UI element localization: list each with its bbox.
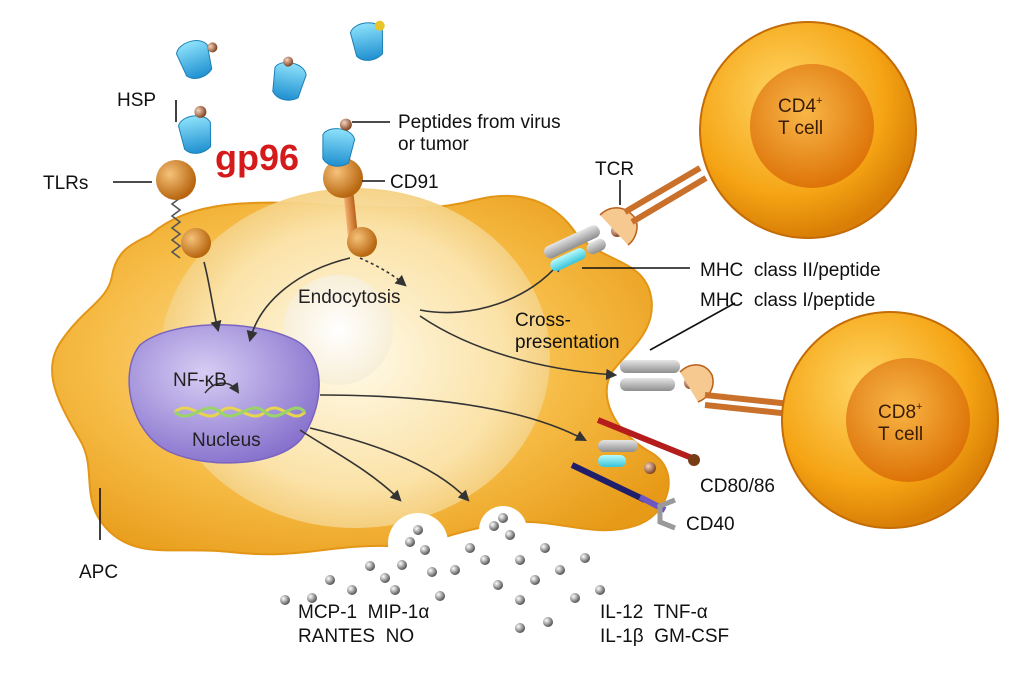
- nfkb-label: NF-κB: [173, 370, 227, 391]
- peptides-label-line1: Peptides from virus: [398, 112, 561, 133]
- cytokine-dots: [280, 513, 605, 633]
- pathway-arrows: [203, 257, 618, 502]
- peptides-label-line2: or tumor: [398, 134, 469, 155]
- mhc-ii-tcr-complex: [544, 165, 708, 272]
- vesicle-left: [388, 513, 448, 573]
- cytokines-left-line1: MCP-1 MIP-1α: [298, 602, 429, 623]
- cytokines-left-line2: RANTES NO: [298, 626, 414, 647]
- cd4-cell-sublabel: T cell: [778, 118, 823, 139]
- dna-strand-2: [173, 406, 307, 418]
- cross-presentation-label-1: Cross-: [515, 310, 571, 331]
- cd40-label: CD40: [686, 514, 735, 535]
- cd8-cell-label: CD8+: [878, 401, 922, 423]
- tcr-label: TCR: [595, 159, 634, 180]
- cd91-label: CD91: [390, 172, 439, 193]
- nucleus-label: Nucleus: [192, 430, 261, 451]
- mhc-i-label: MHC class I/peptide: [700, 290, 875, 311]
- cd8-t-cell: [781, 311, 999, 529]
- hsp-molecules: [176, 20, 385, 167]
- mhc-i-tcr-complex: [620, 360, 801, 418]
- diagram-title: gp96: [215, 137, 299, 178]
- cd8-cell-sublabel: T cell: [878, 424, 923, 445]
- cd80-86-molecule: [596, 417, 700, 474]
- endocytosis-label: Endocytosis: [298, 287, 400, 308]
- cd4-t-cell: [699, 21, 917, 239]
- cd91-receptor: [323, 158, 377, 257]
- cross-presentation-label-2: presentation: [515, 332, 620, 353]
- tlrs-label: TLRs: [43, 173, 88, 194]
- cytokines-right-line1: IL-12 TNF-α: [600, 602, 708, 623]
- hsp-label: HSP: [117, 90, 156, 111]
- apc-label: APC: [79, 562, 118, 583]
- cd40-molecule: [570, 462, 676, 531]
- nucleus: [128, 324, 320, 464]
- mhc-ii-label: MHC class II/peptide: [700, 260, 881, 281]
- leader-lines: [99, 100, 736, 540]
- tlr-receptor: [156, 160, 211, 259]
- nfkb-arrow: [204, 382, 240, 394]
- cytokines-right-line2: IL-1β GM-CSF: [600, 626, 729, 647]
- cd80-86-label: CD80/86: [700, 476, 775, 497]
- vesicle-right: [479, 506, 527, 554]
- cd4-cell-label: CD4+: [778, 95, 822, 117]
